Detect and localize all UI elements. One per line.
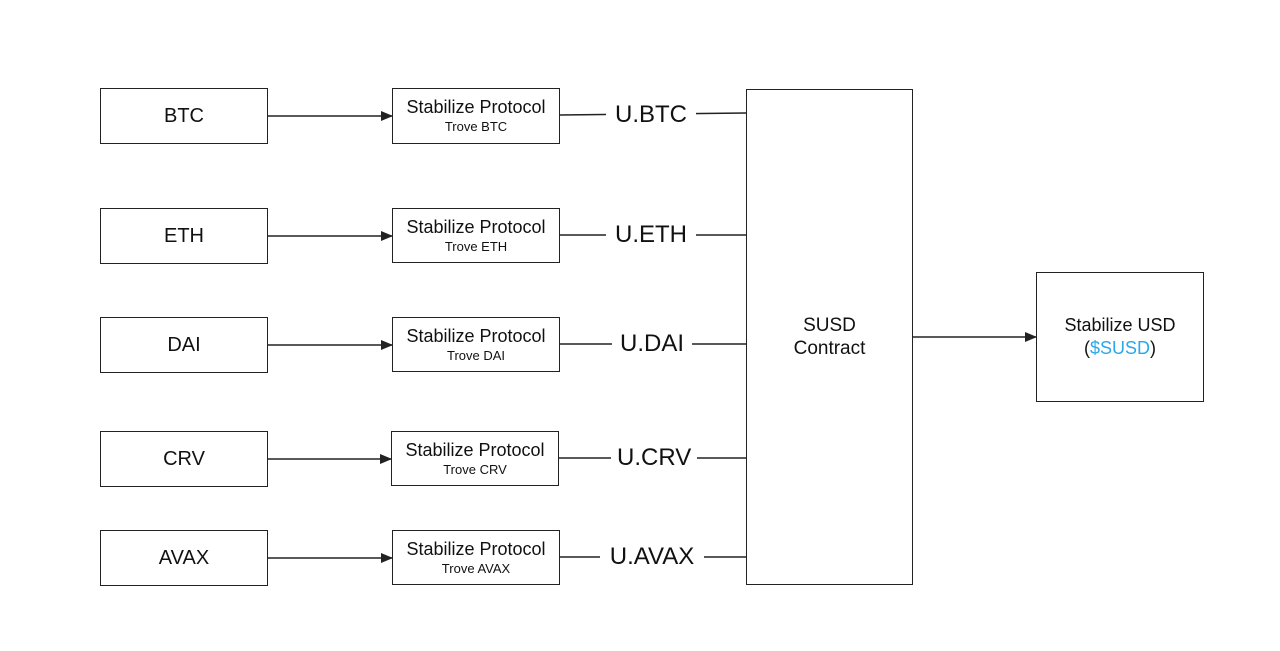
close-paren: ) — [1150, 338, 1157, 358]
output-ticker-line: ($SUSD) — [1084, 337, 1156, 360]
trove-label: Trove DAI — [446, 347, 506, 363]
token-label-ucrv: U.CRV — [611, 444, 697, 472]
protocol-box-btc: Stabilize Protocol Trove BTC — [392, 88, 560, 144]
asset-label: BTC — [164, 104, 204, 127]
token-label-udai: U.DAI — [612, 330, 692, 358]
contract-line1: SUSD — [803, 315, 856, 336]
output-title: Stabilize USD — [1064, 315, 1176, 335]
trove-label: Trove CRV — [443, 461, 507, 477]
asset-box-crv: CRV — [100, 431, 268, 487]
asset-label: DAI — [167, 333, 201, 356]
asset-label: ETH — [164, 224, 204, 247]
contract-line2: Contract — [793, 338, 866, 359]
trove-label: Trove BTC — [444, 119, 508, 134]
stabilize-usd-box: Stabilize USD ($SUSD) — [1036, 272, 1204, 402]
ticker-symbol: $SUSD — [1089, 338, 1151, 358]
protocol-title: Stabilize Protocol — [406, 97, 546, 117]
protocol-box-crv: Stabilize Protocol Trove CRV — [391, 431, 559, 486]
asset-box-avax: AVAX — [100, 530, 268, 586]
trove-label: Trove ETH — [444, 238, 508, 254]
token-label-uavax: U.AVAX — [600, 543, 704, 571]
protocol-box-eth: Stabilize Protocol Trove ETH — [392, 208, 560, 263]
asset-box-btc: BTC — [100, 88, 268, 144]
trove-label: Trove AVAX — [441, 560, 511, 576]
protocol-box-avax: Stabilize Protocol Trove AVAX — [392, 530, 560, 585]
asset-box-eth: ETH — [100, 208, 268, 264]
protocol-title: Stabilize Protocol — [406, 538, 546, 559]
token-label-ubtc: U.BTC — [606, 101, 696, 129]
protocol-title: Stabilize Protocol — [406, 216, 546, 237]
protocol-title: Stabilize Protocol — [405, 439, 545, 460]
susd-contract-box: SUSD Contract — [746, 89, 913, 585]
token-label-ueth: U.ETH — [606, 221, 696, 249]
asset-box-dai: DAI — [100, 317, 268, 373]
open-paren: ( — [1083, 338, 1090, 358]
asset-label: CRV — [163, 447, 205, 470]
asset-label: AVAX — [158, 546, 210, 569]
protocol-box-dai: Stabilize Protocol Trove DAI — [392, 317, 560, 372]
protocol-title: Stabilize Protocol — [406, 325, 546, 346]
